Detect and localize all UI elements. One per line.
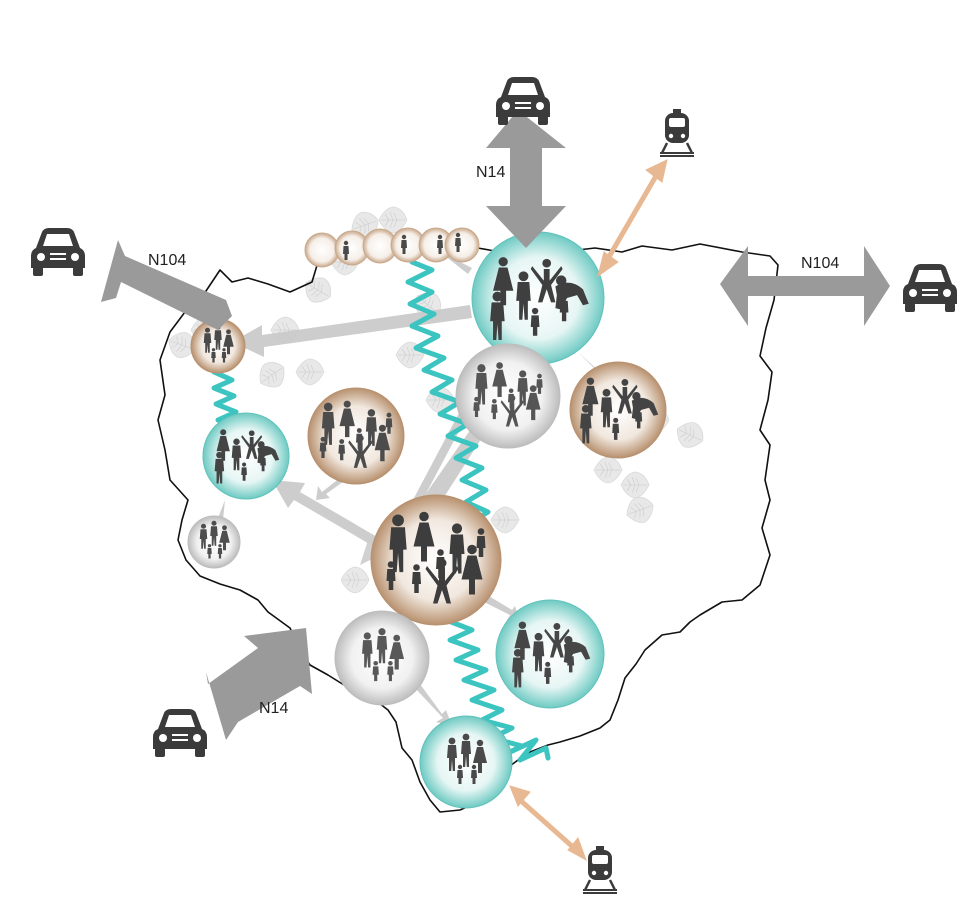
green-corridor-west bbox=[211, 369, 241, 431]
hub-central-beige bbox=[307, 387, 405, 485]
hub-west-teal bbox=[202, 412, 290, 500]
road-label-northwest: N104 bbox=[148, 252, 186, 269]
road-label-southwest: N14 bbox=[259, 700, 288, 717]
train-icon bbox=[658, 107, 696, 158]
car-icon bbox=[31, 228, 85, 276]
green-corridor-south bbox=[443, 597, 551, 763]
car-icon bbox=[153, 709, 207, 757]
green-corridor-main bbox=[405, 259, 491, 535]
hub-south-teal bbox=[419, 715, 513, 809]
road-arrow-east bbox=[720, 246, 890, 326]
hub-north-grey bbox=[455, 343, 561, 449]
hub-central-large-beige bbox=[370, 494, 502, 626]
car-icon bbox=[903, 264, 957, 312]
road-arrow-southwest bbox=[206, 628, 312, 740]
connection-arrow bbox=[415, 684, 452, 726]
activity-hubs bbox=[187, 231, 667, 809]
rail-arrows bbox=[509, 159, 668, 862]
rail-arrow-south bbox=[509, 785, 587, 862]
train-icon bbox=[581, 844, 619, 895]
road-label-north: N14 bbox=[476, 164, 505, 181]
rail-arrow-north bbox=[597, 159, 668, 278]
road-arrow-northwest bbox=[101, 240, 232, 330]
hub-south-grey bbox=[334, 610, 430, 706]
hub-southwest-grey-small bbox=[187, 515, 241, 569]
region-boundary bbox=[157, 243, 779, 813]
green-corridors bbox=[211, 259, 551, 763]
pearl-chain bbox=[304, 227, 480, 268]
hub-southeast-teal bbox=[495, 599, 605, 709]
connection-arrow bbox=[232, 305, 472, 357]
hub-north-teal bbox=[471, 231, 605, 365]
connection-arrow bbox=[272, 480, 396, 556]
hub-east-beige bbox=[569, 361, 667, 459]
road-arrow-north bbox=[486, 110, 566, 248]
road-label-east: N104 bbox=[801, 255, 839, 272]
external-road-arrows bbox=[101, 110, 890, 740]
